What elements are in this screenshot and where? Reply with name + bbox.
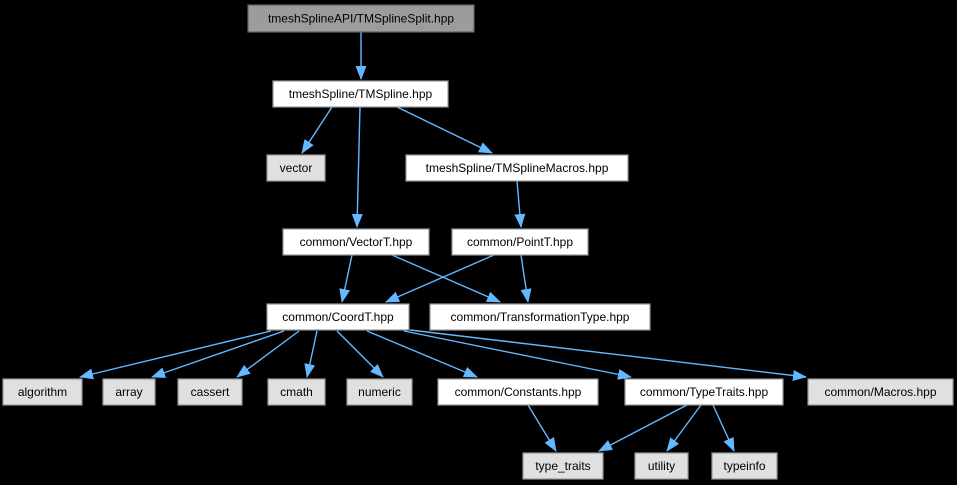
node-box-transformation[interactable] xyxy=(429,303,651,331)
node-label-utility: utility xyxy=(648,459,675,473)
node-vectort[interactable]: common/VectorT.hpp xyxy=(282,228,430,256)
node-box-pointt[interactable] xyxy=(451,228,589,256)
node-label-cassert: cassert xyxy=(191,385,230,399)
node-box-tmsplinemacros[interactable] xyxy=(405,154,629,182)
node-label-typeinfo: typeinfo xyxy=(723,459,765,473)
edge-coordt-to-cmath xyxy=(304,330,318,378)
edge-typetraits-to-utility xyxy=(666,404,702,452)
edge-vectort-to-coordt xyxy=(339,254,353,303)
node-pointt[interactable]: common/PointT.hpp xyxy=(451,228,589,256)
node-box-typeinfo xyxy=(711,452,778,480)
node-label-typetraits: common/TypeTraits.hpp xyxy=(640,385,769,399)
node-box-algorithm xyxy=(2,378,83,406)
node-label-transformation: common/TransformationType.hpp xyxy=(451,310,630,324)
node-vector: vector xyxy=(266,154,326,182)
edge-coordt-to-cassert xyxy=(236,330,300,378)
edge-coordt-to-array xyxy=(151,330,285,378)
node-cassert: cassert xyxy=(177,378,243,406)
node-typeinfo: typeinfo xyxy=(711,452,778,480)
edge-coordt-to-constants xyxy=(366,330,478,378)
node-label-type_traits: type_traits xyxy=(535,459,590,473)
node-box-cassert xyxy=(177,378,243,406)
node-utility: utility xyxy=(634,452,689,480)
node-tmspline[interactable]: tmeshSpline/TMSpline.hpp xyxy=(272,80,449,108)
node-label-numeric: numeric xyxy=(358,385,401,399)
node-box-numeric xyxy=(346,378,413,406)
node-tmsplinemacros[interactable]: tmeshSpline/TMSplineMacros.hpp xyxy=(405,154,629,182)
node-label-constants: common/Constants.hpp xyxy=(455,385,582,399)
edge-pointt-to-coordt xyxy=(385,254,495,303)
edge-tmspline-to-vector xyxy=(301,106,333,154)
node-box-utility xyxy=(634,452,689,480)
node-array: array xyxy=(102,378,156,406)
node-label-vector: vector xyxy=(280,161,313,175)
node-constants[interactable]: common/Constants.hpp xyxy=(437,378,599,406)
node-label-tmsplinesplit: tmeshSplineAPI/TMSplineSplit.hpp xyxy=(268,12,454,26)
node-label-macros: common/Macros.hpp xyxy=(824,385,936,399)
node-label-tmsplinemacros: tmeshSpline/TMSplineMacros.hpp xyxy=(426,161,609,175)
node-box-constants[interactable] xyxy=(437,378,599,406)
node-label-array: array xyxy=(115,385,142,399)
edge-coordt-to-numeric xyxy=(336,330,384,378)
edge-typetraits-to-typeinfo xyxy=(712,404,735,452)
node-label-tmspline: tmeshSpline/TMSpline.hpp xyxy=(289,87,433,101)
node-macros: common/Macros.hpp xyxy=(807,378,954,406)
edge-coordt-to-typetraits xyxy=(403,330,632,380)
node-label-algorithm: algorithm xyxy=(18,385,67,399)
node-box-array xyxy=(102,378,156,406)
node-numeric: numeric xyxy=(346,378,413,406)
node-box-macros xyxy=(807,378,954,406)
edge-vectort-to-transformation xyxy=(391,254,501,303)
node-box-coordt[interactable] xyxy=(266,303,410,331)
edge-constants-to-type_traits xyxy=(527,404,557,452)
edge-tmsplinemacros-to-pointt xyxy=(514,180,526,228)
edge-tmspline-to-tmsplinemacros xyxy=(396,106,493,154)
node-label-pointt: common/PointT.hpp xyxy=(467,235,573,249)
nodes-layer: tmeshSplineAPI/TMSplineSplit.hpp tmeshSpl… xyxy=(2,4,954,480)
node-box-tmsplinesplit xyxy=(247,4,475,33)
node-transformation[interactable]: common/TransformationType.hpp xyxy=(429,303,651,331)
edge-typetraits-to-type_traits xyxy=(598,404,688,452)
node-label-cmath: cmath xyxy=(280,385,313,399)
node-box-cmath xyxy=(267,378,326,406)
edge-pointt-to-transformation xyxy=(520,254,532,303)
node-label-vectort: common/VectorT.hpp xyxy=(300,235,413,249)
edges-layer xyxy=(79,32,807,452)
node-box-type_traits xyxy=(522,452,604,480)
edge-coordt-to-macros xyxy=(409,329,807,381)
edge-tmspline-to-vectort xyxy=(351,106,363,228)
node-box-tmspline[interactable] xyxy=(272,80,449,108)
node-algorithm: algorithm xyxy=(2,378,83,406)
node-type_traits: type_traits xyxy=(522,452,604,480)
node-box-typetraits[interactable] xyxy=(624,378,784,406)
node-cmath: cmath xyxy=(267,378,326,406)
node-typetraits[interactable]: common/TypeTraits.hpp xyxy=(624,378,784,406)
node-label-coordt: common/CoordT.hpp xyxy=(282,310,394,324)
node-coordt[interactable]: common/CoordT.hpp xyxy=(266,303,410,331)
node-tmsplinesplit: tmeshSplineAPI/TMSplineSplit.hpp xyxy=(247,4,475,33)
node-box-vector xyxy=(266,154,326,182)
node-box-vectort[interactable] xyxy=(282,228,430,256)
edge-coordt-to-algorithm xyxy=(79,330,272,380)
